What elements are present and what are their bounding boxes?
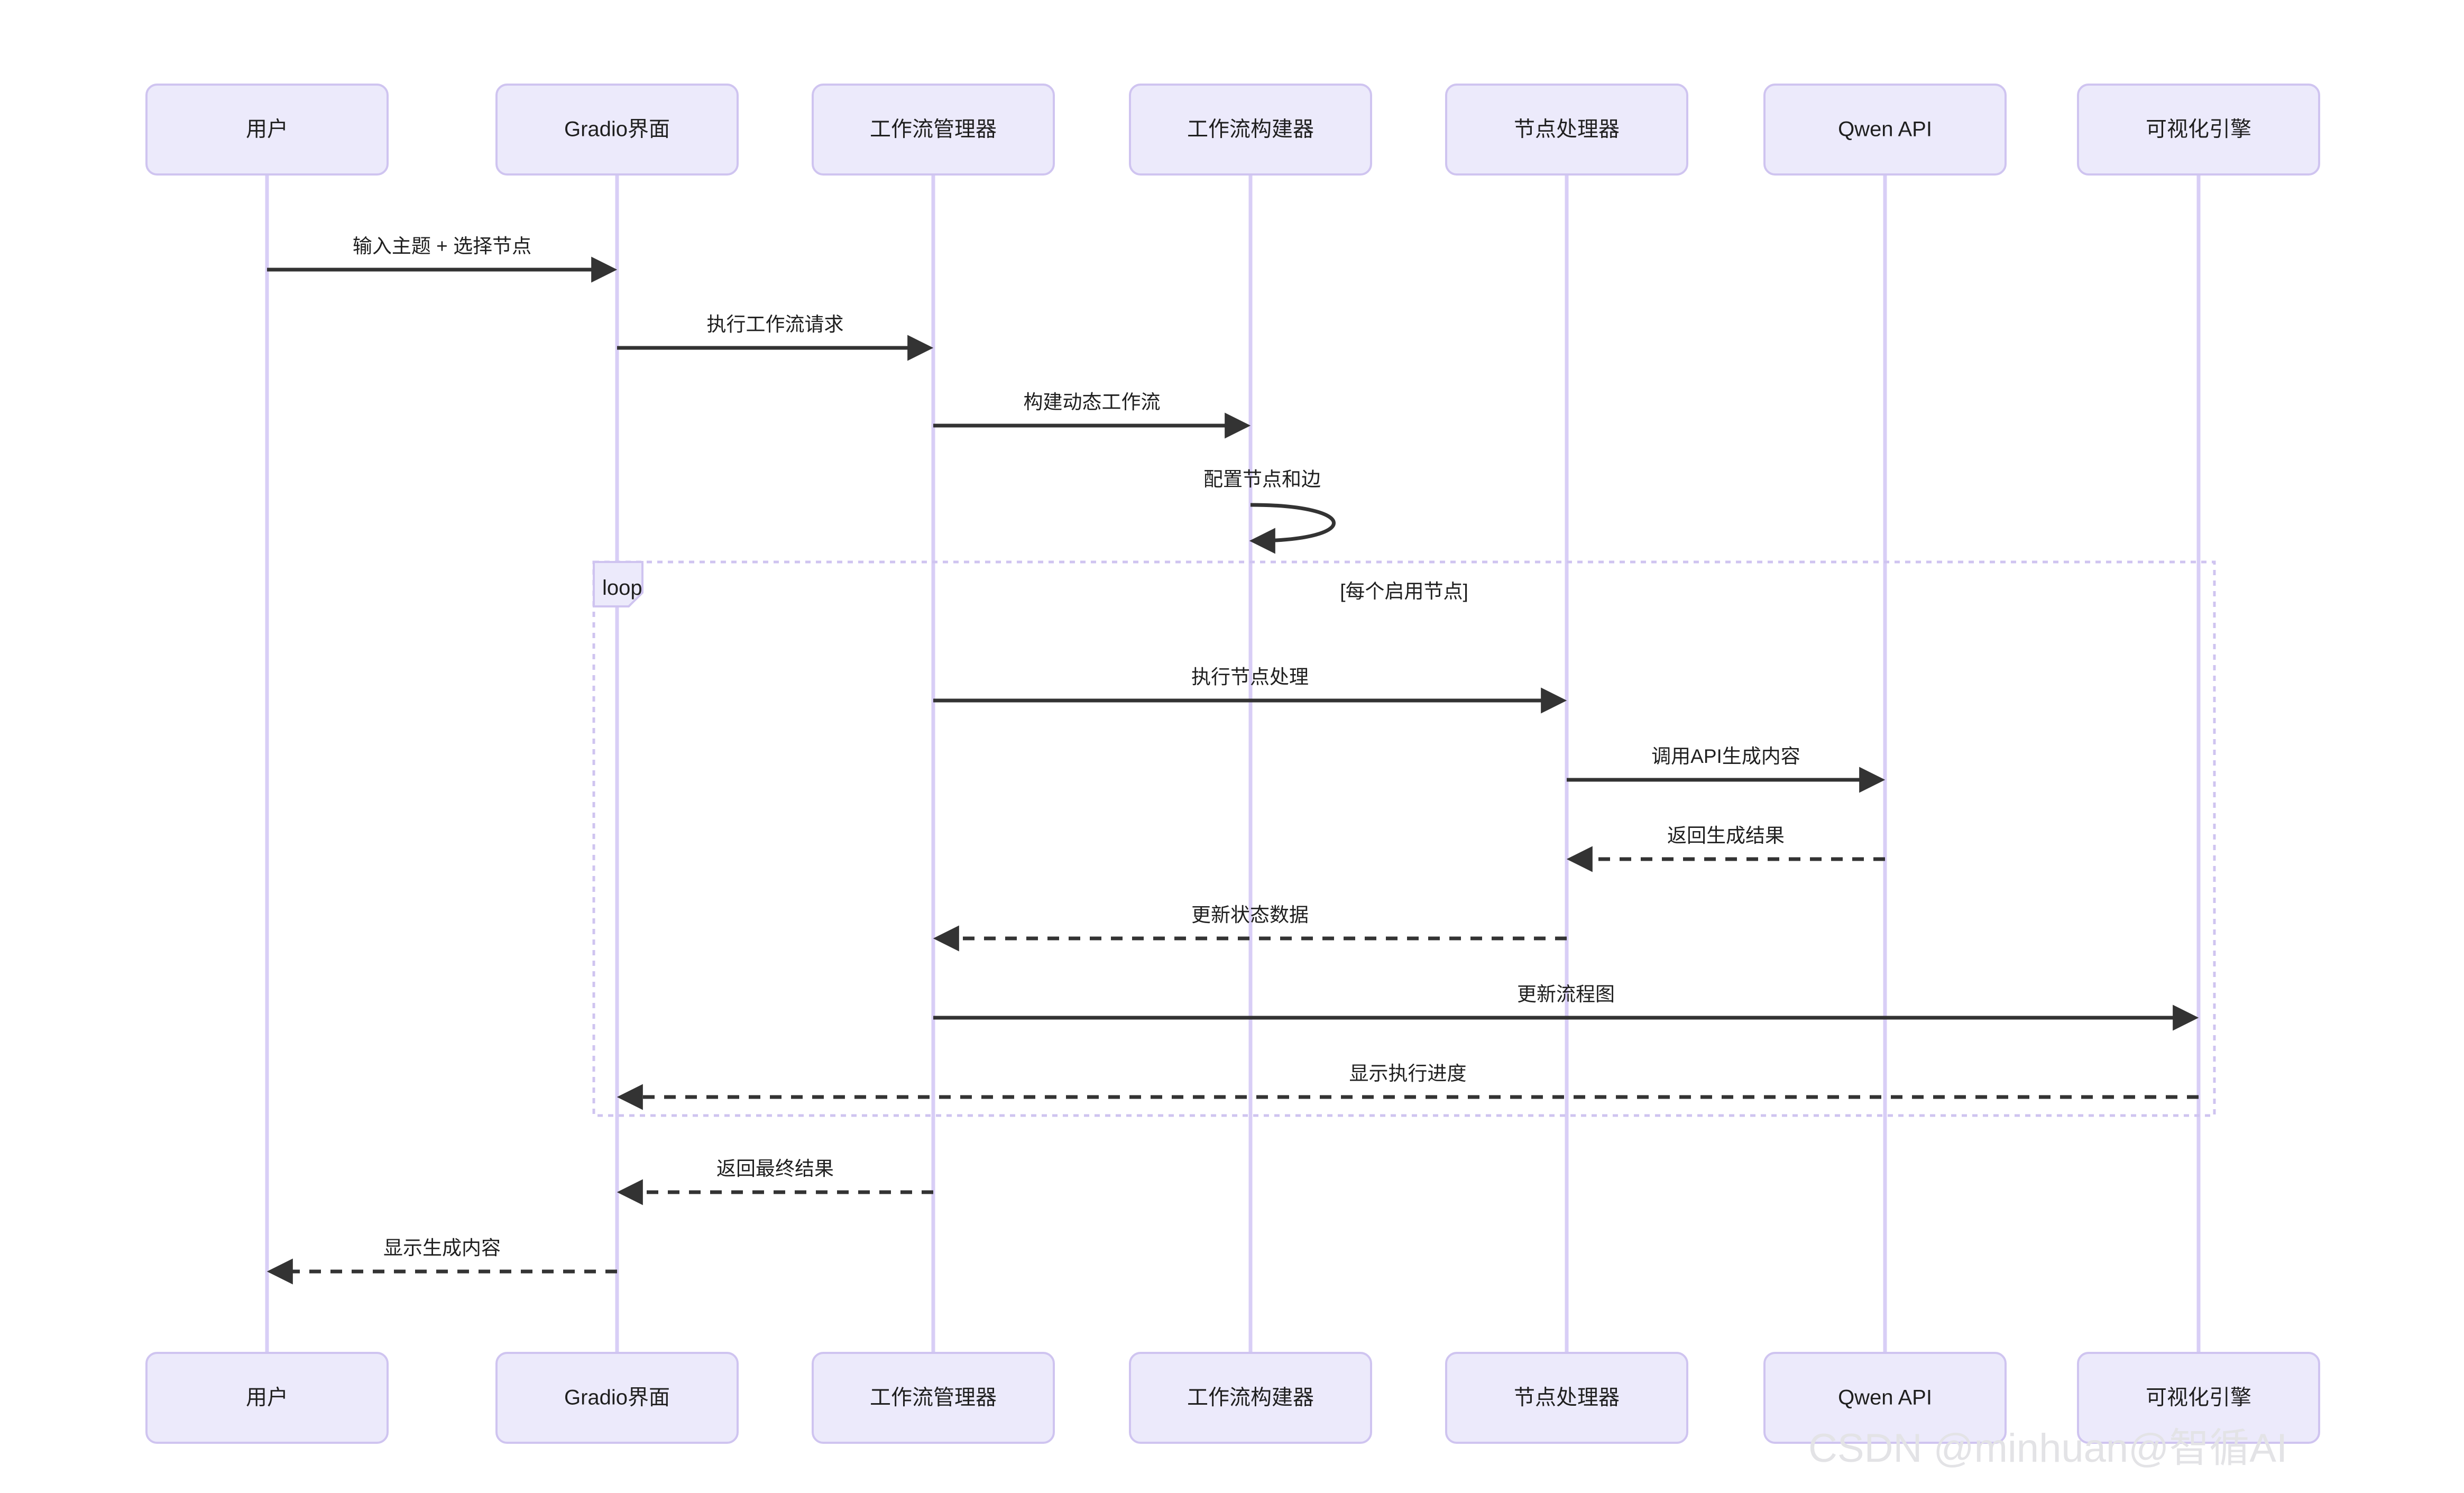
participant-label-qwen-top: Qwen API — [1838, 118, 1932, 141]
participant-label-builder-bottom: 工作流构建器 — [1187, 1386, 1314, 1409]
participant-label-builder-top: 工作流构建器 — [1187, 118, 1314, 141]
message-label-2: 执行工作流请求 — [707, 314, 844, 335]
message-3: 构建动态工作流 — [933, 391, 1251, 439]
message-label-8: 更新状态数据 — [1191, 904, 1309, 926]
participant-label-qwen-bottom: Qwen API — [1838, 1386, 1932, 1409]
message-label-4: 配置节点和边 — [1203, 468, 1321, 490]
participant-label-manager-bottom: 工作流管理器 — [870, 1386, 997, 1409]
loop-tab-0 — [593, 561, 643, 607]
participant-label-gradio-top: Gradio界面 — [564, 118, 670, 141]
participant-box-builder-top[interactable] — [1129, 84, 1372, 176]
participant-box-node-bottom[interactable] — [1445, 1352, 1688, 1444]
loop-keyword-0: loop — [602, 576, 642, 600]
message-10: 显示执行进度 — [617, 1063, 2199, 1110]
message-label-11: 返回最终结果 — [716, 1158, 834, 1179]
participant-box-user-top[interactable] — [145, 84, 389, 176]
message-12: 显示生成内容 — [266, 1237, 617, 1285]
participant-label-user-bottom: 用户 — [246, 1386, 288, 1409]
message-7: 返回生成结果 — [1566, 825, 1885, 872]
message-label-10: 显示执行进度 — [1349, 1063, 1467, 1084]
participant-manager-top[interactable]: 工作流管理器 — [812, 84, 1055, 176]
participant-qwen-top[interactable]: Qwen API — [1763, 84, 2007, 176]
message-8: 更新状态数据 — [933, 904, 1567, 952]
message-1: 输入主题 + 选择节点 — [267, 235, 618, 283]
message-11: 返回最终结果 — [617, 1158, 933, 1205]
message-2: 执行工作流请求 — [617, 314, 934, 361]
message-line-4 — [1249, 503, 1336, 554]
participant-user-top[interactable]: 用户 — [145, 84, 389, 176]
participant-box-viz-bottom[interactable] — [2077, 1352, 2320, 1444]
participant-manager-bottom[interactable]: 工作流管理器 — [812, 1352, 1055, 1444]
message-label-1: 输入主题 + 选择节点 — [353, 235, 531, 257]
participant-label-gradio-bottom: Gradio界面 — [564, 1386, 670, 1409]
participant-box-user-bottom[interactable] — [145, 1352, 389, 1444]
participant-box-manager-top[interactable] — [812, 84, 1055, 176]
participant-builder-bottom[interactable]: 工作流构建器 — [1129, 1352, 1372, 1444]
participant-box-node-top[interactable] — [1445, 84, 1688, 176]
message-label-6: 调用API生成内容 — [1651, 745, 1800, 767]
participant-label-node-top: 节点处理器 — [1514, 118, 1620, 141]
message-label-3: 构建动态工作流 — [1024, 391, 1161, 413]
participant-boxes-bottom: 用户 Gradio界面 工作流管理器 工作流构建器 节点处理器 Qwen API 可视化引擎 — [145, 1352, 2320, 1444]
message-label-9: 更新流程图 — [1517, 983, 1615, 1005]
loop-frame-0 — [592, 560, 2216, 1117]
participant-viz-bottom[interactable]: 可视化引擎 — [2077, 1352, 2320, 1444]
participant-builder-top[interactable]: 工作流构建器 — [1129, 84, 1372, 176]
message-6: 调用API生成内容 — [1567, 745, 1886, 793]
participant-box-builder-bottom[interactable] — [1129, 1352, 1372, 1444]
participant-label-node-bottom: 节点处理器 — [1514, 1386, 1620, 1409]
participant-box-gradio-top[interactable] — [495, 84, 739, 176]
participant-node-top[interactable]: 节点处理器 — [1445, 84, 1688, 176]
participant-box-qwen-top[interactable] — [1763, 84, 2007, 176]
message-4: 配置节点和边 — [1203, 468, 1336, 554]
participant-node-bottom[interactable]: 节点处理器 — [1445, 1352, 1688, 1444]
lifelines-group — [265, 174, 2201, 1353]
participant-label-user-top: 用户 — [246, 118, 288, 141]
message-5: 执行节点处理 — [933, 666, 1567, 714]
participant-box-gradio-bottom[interactable] — [495, 1352, 739, 1444]
participant-label-manager-top: 工作流管理器 — [870, 118, 997, 141]
csdn-watermark: CSDN @minhuan@智循AI — [1808, 1426, 2287, 1471]
message-label-12: 显示生成内容 — [383, 1237, 501, 1259]
messages-group: 输入主题 + 选择节点执行工作流请求构建动态工作流配置节点和边执行节点处理调用A… — [266, 235, 2199, 1285]
participant-label-viz-top: 可视化引擎 — [2146, 118, 2251, 141]
fragments-group: loop [每个启用节点] — [592, 560, 2216, 1117]
participant-boxes-top: 用户 Gradio界面 工作流管理器 工作流构建器 节点处理器 Qwen API 可视化引擎 — [145, 84, 2320, 176]
participant-gradio-top[interactable]: Gradio界面 — [495, 84, 739, 176]
participant-viz-top[interactable]: 可视化引擎 — [2077, 84, 2320, 176]
message-label-7: 返回生成结果 — [1667, 825, 1785, 846]
participant-label-viz-bottom: 可视化引擎 — [2146, 1386, 2251, 1409]
participant-box-qwen-bottom[interactable] — [1763, 1352, 2007, 1444]
loop-condition-0: [每个启用节点] — [1340, 580, 1468, 602]
participant-qwen-bottom[interactable]: Qwen API — [1763, 1352, 2007, 1444]
participant-box-manager-bottom[interactable] — [812, 1352, 1055, 1444]
participant-box-viz-top[interactable] — [2077, 84, 2320, 176]
message-label-5: 执行节点处理 — [1191, 666, 1309, 688]
message-9: 更新流程图 — [933, 983, 2199, 1031]
participant-user-bottom[interactable]: 用户 — [145, 1352, 389, 1444]
fragment-loop-0: loop [每个启用节点] — [592, 560, 2216, 1117]
participant-gradio-bottom[interactable]: Gradio界面 — [495, 1352, 739, 1444]
